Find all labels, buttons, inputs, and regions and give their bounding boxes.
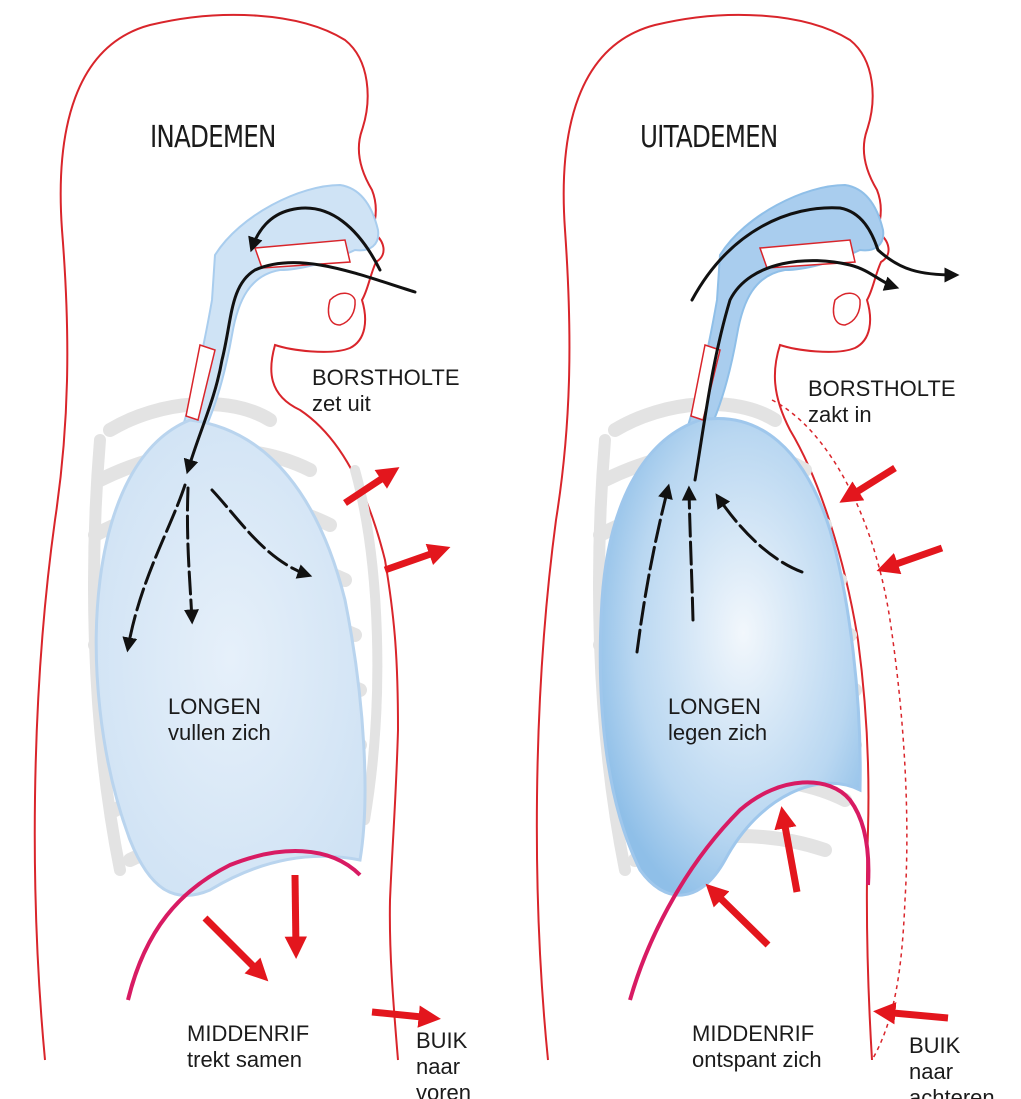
arrow-icon bbox=[205, 918, 262, 975]
lung-icon bbox=[600, 418, 860, 895]
tongue-icon bbox=[328, 293, 355, 325]
diaphragm-label-exhale: MIDDENRIF ontspant zich bbox=[692, 1021, 822, 1073]
belly-label-line2: naar bbox=[909, 1059, 995, 1085]
lungs-label-exhale: LONGEN legen zich bbox=[668, 694, 767, 746]
panel-exhale bbox=[537, 15, 955, 1060]
diaphragm-label-line1: MIDDENRIF bbox=[692, 1021, 822, 1047]
chest-label-line1: BORSTHOLTE bbox=[312, 365, 460, 391]
belly-label-line3: achteren bbox=[909, 1085, 995, 1099]
chest-label-inhale: BORSTHOLTE zet uit bbox=[312, 365, 460, 417]
lungs-label-line2: legen zich bbox=[668, 720, 767, 746]
arrow-icon bbox=[385, 550, 442, 570]
belly-label-inhale: BUIK naar voren bbox=[416, 1028, 471, 1099]
arrow-icon bbox=[712, 890, 768, 945]
panel-inhale bbox=[35, 15, 442, 1060]
arrow-icon bbox=[847, 468, 895, 498]
title-inhale: INADEMEN bbox=[150, 120, 276, 155]
lungs-label-line2: vullen zich bbox=[168, 720, 271, 746]
diaphragm-label-inhale: MIDDENRIF trekt samen bbox=[187, 1021, 309, 1073]
lungs-label-inhale: LONGEN vullen zich bbox=[168, 694, 271, 746]
belly-label-line3: voren bbox=[416, 1080, 471, 1099]
belly-label-line2: naar bbox=[416, 1054, 471, 1080]
diaphragm-label-line2: trekt samen bbox=[187, 1047, 309, 1073]
lungs-label-line1: LONGEN bbox=[668, 694, 767, 720]
arrow-icon bbox=[885, 548, 942, 568]
lungs-label-line1: LONGEN bbox=[168, 694, 271, 720]
diaphragm-label-line1: MIDDENRIF bbox=[187, 1021, 309, 1047]
chest-label-line2: zakt in bbox=[808, 402, 956, 428]
chest-label-exhale: BORSTHOLTE zakt in bbox=[808, 376, 956, 428]
chest-label-line1: BORSTHOLTE bbox=[808, 376, 956, 402]
arrow-icon bbox=[372, 1012, 432, 1018]
arrow-icon bbox=[882, 1012, 948, 1018]
belly-label-line1: BUIK bbox=[416, 1028, 471, 1054]
arrow-icon bbox=[783, 815, 797, 892]
belly-label-line1: BUIK bbox=[909, 1033, 995, 1059]
tongue-icon bbox=[833, 293, 860, 325]
belly-label-exhale: BUIK naar achteren bbox=[909, 1033, 995, 1099]
chest-label-line2: zet uit bbox=[312, 391, 460, 417]
diaphragm-label-line2: ontspant zich bbox=[692, 1047, 822, 1073]
title-exhale: UITADEMEN bbox=[640, 120, 777, 155]
lung-icon bbox=[96, 420, 365, 896]
arrow-icon bbox=[295, 875, 296, 950]
